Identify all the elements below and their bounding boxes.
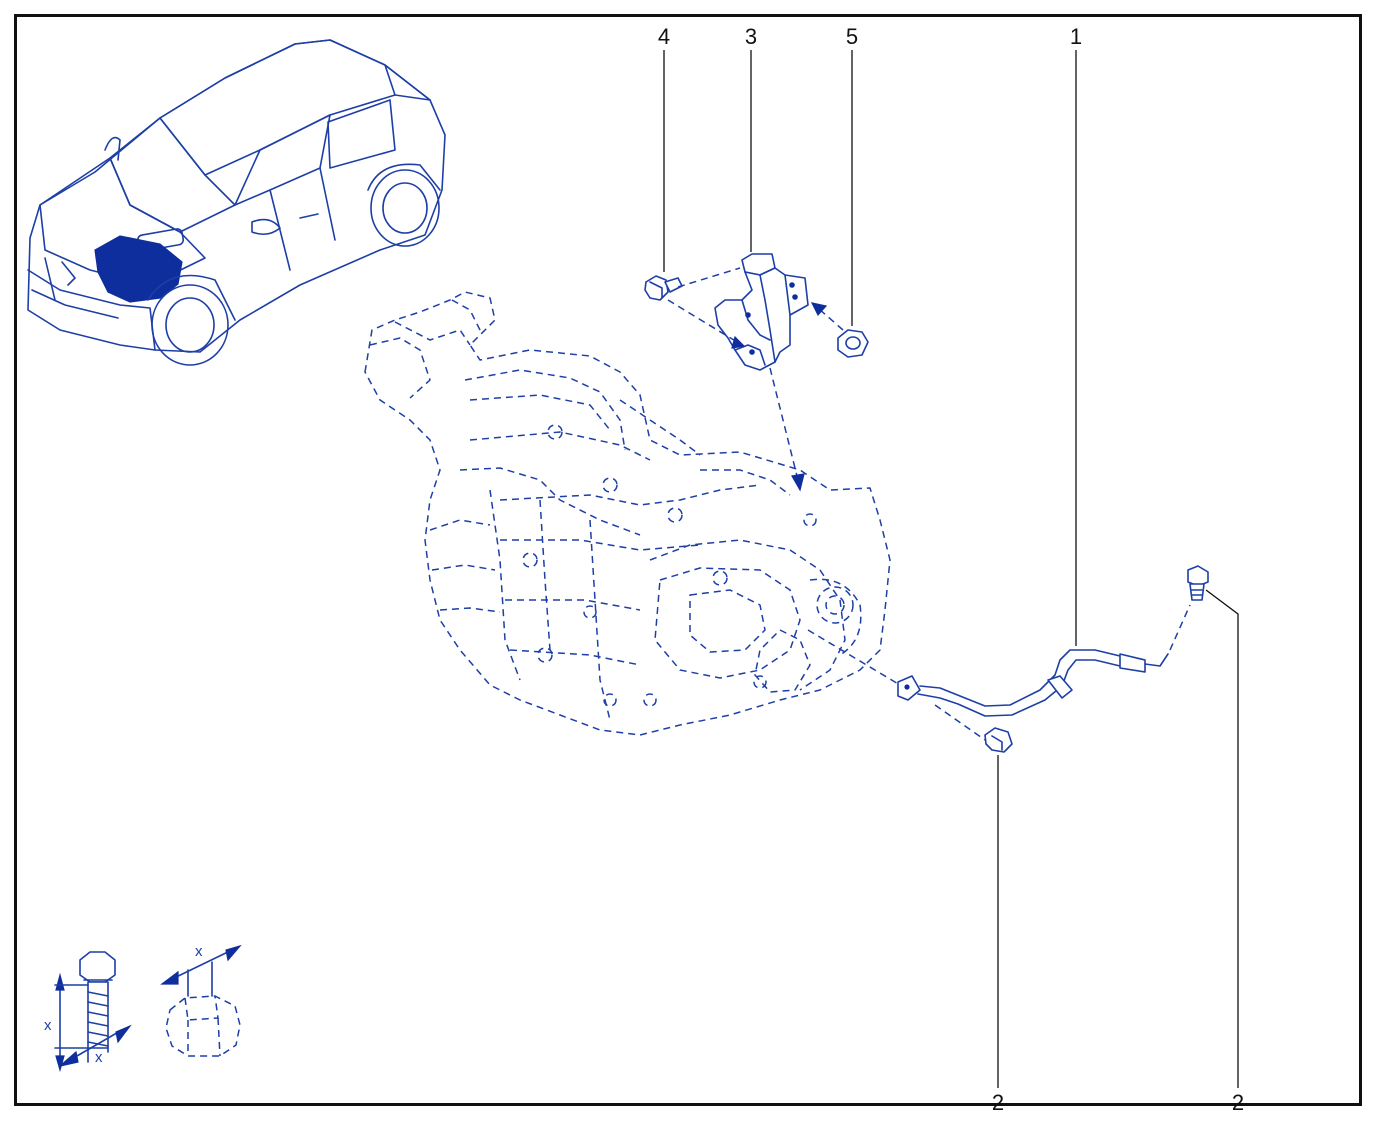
- callout-label-3: 3: [745, 24, 757, 49]
- transmission-housing: [364, 291, 891, 736]
- diagram-frame: [14, 14, 1362, 1106]
- bolt-dimension-legend: [54, 951, 132, 1073]
- callout-label-2-lower: 2: [992, 1090, 1004, 1115]
- bolt-length-label: x: [44, 1017, 52, 1034]
- callout-label-2-upper: 2: [1232, 1090, 1244, 1115]
- bracket-assembly-lines: [667, 267, 844, 492]
- nut-dimension-legend: [160, 944, 242, 1057]
- bolt-part: [644, 275, 683, 301]
- callout-label-4: 4: [658, 24, 670, 49]
- nut-part: [837, 329, 869, 358]
- nut-dimension-label: x: [195, 943, 203, 960]
- cable-bolt-lower-part: [984, 727, 1013, 753]
- callout-leaders: [663, 50, 1239, 1088]
- callout-label-1: 1: [1070, 24, 1082, 49]
- vehicle-locator-illustration: [27, 39, 446, 366]
- callout-label-5: 5: [846, 24, 858, 49]
- bolt-diameter-label: x: [95, 1049, 103, 1066]
- ground-strap-cable: [807, 604, 1191, 741]
- cable-bolt-upper-part: [1187, 565, 1209, 601]
